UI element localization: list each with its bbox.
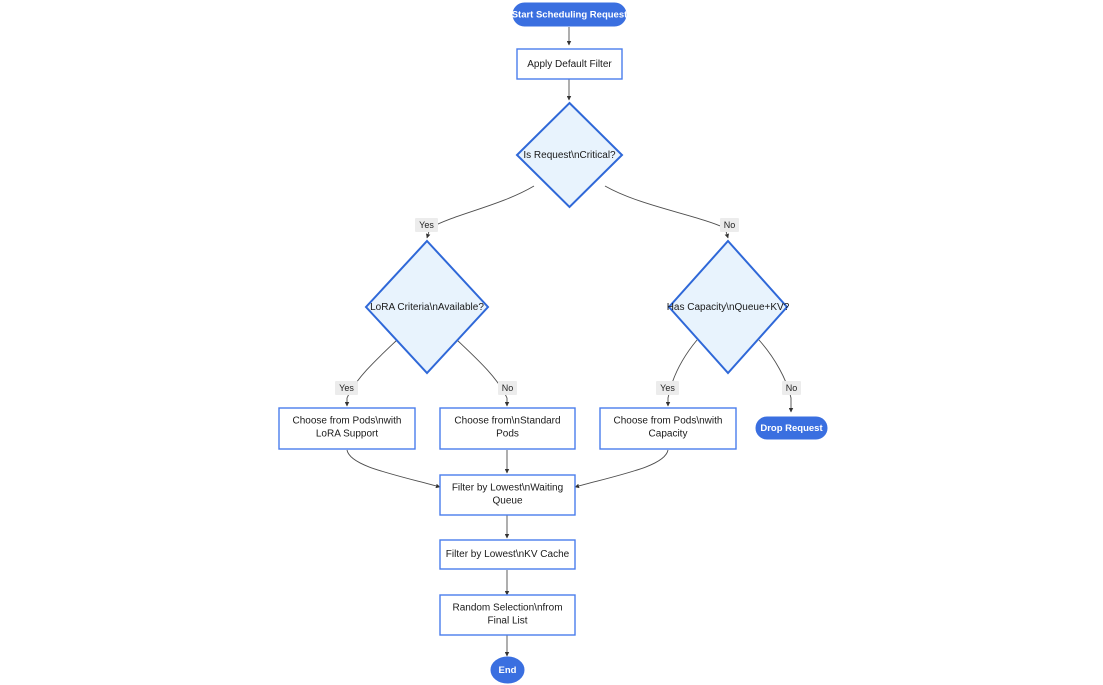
node-random-selection-label-line1: Random Selection\nfrom bbox=[452, 603, 562, 614]
node-choose-capacity-pods-shape[interactable] bbox=[599, 407, 737, 450]
edge-label-lora-yes: Yes bbox=[335, 381, 358, 395]
edge-label-capacity-no: No bbox=[782, 381, 801, 395]
edge-has-capacity-to-drop-request bbox=[758, 339, 794, 413]
edge-label-capacity-no-text: No bbox=[786, 383, 798, 393]
node-filter-waiting-queue-label-line1: Filter by Lowest\nWaiting bbox=[452, 483, 563, 494]
node-random-selection[interactable]: Random Selection\nfrom Final List bbox=[439, 594, 576, 636]
node-choose-lora-pods-label-line2: LoRA Support bbox=[316, 429, 378, 440]
node-filter-kv-cache[interactable]: Filter by Lowest\nKV Cache bbox=[439, 539, 576, 570]
node-has-capacity-label: Has Capacity\nQueue+KV? bbox=[667, 302, 790, 313]
node-lora-criteria-available-label: LoRA Criteria\nAvailable? bbox=[370, 302, 484, 313]
node-choose-standard-pods-label-line1: Choose from\nStandard bbox=[454, 416, 560, 427]
edge-choose-lora-pods-to-filter-waiting-queue bbox=[346, 449, 441, 489]
node-choose-standard-pods-shape[interactable] bbox=[439, 407, 576, 450]
node-has-capacity-shape[interactable] bbox=[667, 239, 789, 375]
edge-label-critical-yes-text: Yes bbox=[419, 220, 434, 230]
node-lora-criteria-available-shape[interactable] bbox=[364, 239, 490, 375]
edge-lora-criteria-to-choose-lora-pods bbox=[344, 339, 398, 407]
node-filter-kv-cache-label: Filter by Lowest\nKV Cache bbox=[446, 549, 570, 560]
node-choose-standard-pods-label-line2: Pods bbox=[496, 429, 519, 440]
edge-label-critical-yes: Yes bbox=[415, 218, 438, 232]
node-choose-capacity-pods-label-line1: Choose from Pods\nwith bbox=[614, 416, 723, 427]
node-filter-waiting-queue-label-line2: Queue bbox=[492, 496, 522, 507]
node-end-shape[interactable] bbox=[490, 656, 525, 684]
node-random-selection-shape[interactable] bbox=[439, 594, 576, 636]
edge-is-request-critical-to-lora-criteria bbox=[426, 185, 535, 239]
node-is-request-critical-shape[interactable] bbox=[515, 101, 624, 209]
node-end-label: End bbox=[499, 665, 517, 676]
node-choose-standard-pods[interactable]: Choose from\nStandard Pods bbox=[439, 407, 576, 450]
node-apply-default-filter-label: Apply Default Filter bbox=[527, 59, 612, 70]
edge-is-request-critical-to-has-capacity bbox=[604, 185, 729, 239]
node-apply-default-filter-shape[interactable] bbox=[516, 48, 623, 80]
node-is-request-critical-label: Is Request\nCritical? bbox=[523, 150, 616, 161]
node-start-label: Start Scheduling Request bbox=[512, 10, 628, 21]
edge-label-lora-no: No bbox=[498, 381, 517, 395]
node-filter-waiting-queue[interactable]: Filter by Lowest\nWaiting Queue bbox=[439, 474, 576, 516]
edge-label-critical-no: No bbox=[720, 218, 739, 232]
node-random-selection-label-line2: Final List bbox=[487, 616, 527, 627]
node-choose-lora-pods-shape[interactable] bbox=[278, 407, 416, 450]
node-filter-kv-cache-shape[interactable] bbox=[439, 539, 576, 570]
node-drop-request-shape[interactable] bbox=[755, 416, 828, 440]
node-layer: Start Scheduling Request Apply Default F… bbox=[278, 2, 828, 684]
node-choose-lora-pods[interactable]: Choose from Pods\nwith LoRA Support bbox=[278, 407, 416, 450]
edge-label-capacity-yes-text: Yes bbox=[660, 383, 675, 393]
node-drop-request[interactable]: Drop Request bbox=[755, 416, 828, 440]
node-end[interactable]: End bbox=[490, 656, 525, 684]
edge-lora-criteria-to-choose-standard-pods bbox=[456, 339, 510, 407]
node-drop-request-label: Drop Request bbox=[760, 423, 823, 434]
edge-label-lora-yes-text: Yes bbox=[339, 383, 354, 393]
edge-has-capacity-to-choose-capacity-pods bbox=[665, 339, 698, 407]
edge-label-critical-no-text: No bbox=[724, 220, 736, 230]
node-filter-waiting-queue-shape[interactable] bbox=[439, 474, 576, 516]
node-start[interactable]: Start Scheduling Request bbox=[512, 2, 628, 27]
edge-layer bbox=[344, 27, 794, 657]
edge-label-capacity-yes: Yes bbox=[656, 381, 679, 395]
edge-choose-capacity-pods-to-filter-waiting-queue bbox=[574, 449, 669, 489]
edge-label-lora-no-text: No bbox=[502, 383, 514, 393]
node-is-request-critical[interactable]: Is Request\nCritical? bbox=[515, 101, 624, 209]
node-choose-lora-pods-label-line1: Choose from Pods\nwith bbox=[293, 416, 402, 427]
node-choose-capacity-pods-label-line2: Capacity bbox=[649, 429, 688, 440]
edge-label-layer: Yes No Yes No Yes No bbox=[335, 218, 801, 395]
node-choose-capacity-pods[interactable]: Choose from Pods\nwith Capacity bbox=[599, 407, 737, 450]
node-lora-criteria-available[interactable]: LoRA Criteria\nAvailable? bbox=[364, 239, 490, 375]
node-has-capacity[interactable]: Has Capacity\nQueue+KV? bbox=[667, 239, 790, 375]
node-apply-default-filter[interactable]: Apply Default Filter bbox=[516, 48, 623, 80]
node-start-shape[interactable] bbox=[512, 2, 627, 27]
